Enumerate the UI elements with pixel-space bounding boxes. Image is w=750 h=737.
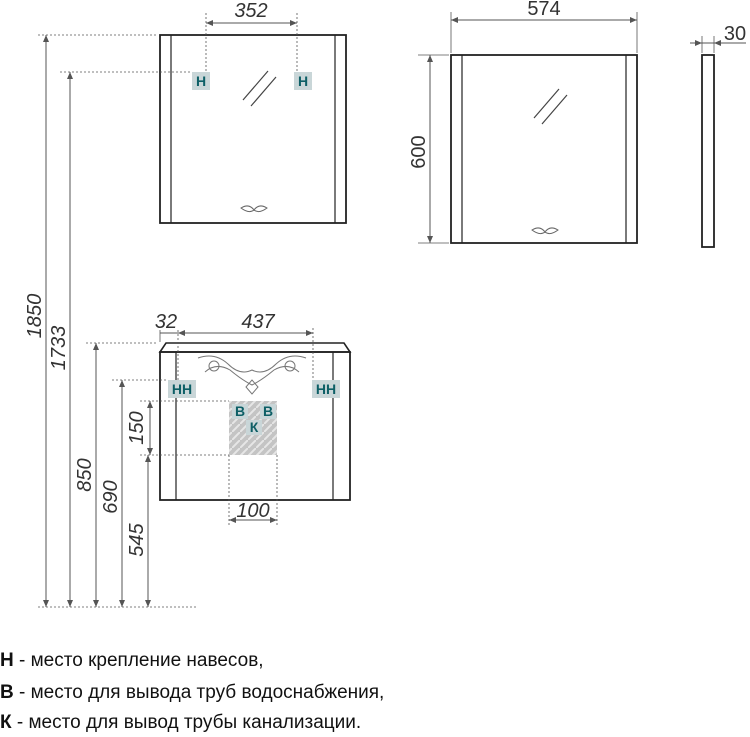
dim-label-352: 352 (234, 0, 267, 22)
dim-label-574: 574 (527, 0, 560, 20)
svg-text:Н: Н (196, 73, 206, 89)
dim-pipe-zone-height: 150 (126, 400, 229, 456)
dim-cabinet-hook-height: 690 (100, 379, 168, 607)
legend-key: В (0, 682, 14, 703)
hook-marker-mirror-left: Н (192, 72, 210, 90)
pipe-outlet-zone: В В К (229, 401, 277, 455)
dim-cabinet-hook-spacing: 437 (178, 311, 314, 380)
mirror-reflection-icon (533, 88, 568, 125)
dim-mirror-width: 574 (450, 0, 638, 53)
dim-label-437: 437 (241, 311, 275, 333)
legend-item-water: В - место для вывода труб водоснабжения, (0, 682, 384, 704)
dim-label-1733: 1733 (48, 326, 70, 371)
dim-mirror-hook-height: 1733 (48, 71, 192, 607)
svg-text:НН: НН (316, 381, 336, 397)
ornament-icon (197, 355, 307, 395)
dim-cabinet-height: 850 (74, 342, 158, 607)
dim-label-600: 600 (408, 135, 430, 168)
water-marker-left: В (235, 403, 245, 419)
ornament-icon (240, 205, 268, 213)
dim-mirror-hook-spacing: 352 (205, 0, 298, 72)
dim-label-1850: 1850 (24, 294, 46, 339)
hook-marker-mirror-right: Н (294, 72, 312, 90)
mirror-front-view (159, 34, 347, 224)
dim-label-690: 690 (100, 480, 122, 513)
legend-text: - место для вывода труб водоснабжения, (13, 682, 385, 703)
dim-mirror-depth: 30 (690, 23, 746, 53)
svg-text:НН: НН (172, 381, 192, 397)
legend-key: Н (0, 650, 14, 671)
legend-key: К (0, 712, 12, 733)
svg-text:Н: Н (298, 73, 308, 89)
legend-text: - место крепление навесов, (13, 650, 264, 671)
dim-label-150: 150 (126, 411, 148, 444)
ornament-icon (531, 227, 559, 235)
dim-mirror-height: 600 (408, 54, 449, 244)
hook-marker-cabinet-left: НН (168, 380, 196, 398)
mirror-dimension-view (450, 54, 638, 244)
legend-item-drain: К - место для вывод трубы канализации. (0, 712, 361, 734)
hook-marker-cabinet-right: НН (312, 380, 340, 398)
mirror-reflection-icon (242, 70, 277, 107)
drain-marker: К (250, 419, 259, 435)
legend-item-hooks: Н - место крепление навесов, (0, 650, 264, 672)
dim-total-height: 1850 (24, 34, 158, 607)
dim-label-850: 850 (74, 458, 96, 491)
dim-label-30: 30 (724, 23, 746, 45)
cabinet-front-view (158, 342, 352, 501)
dim-label-545: 545 (126, 522, 148, 556)
legend-text: - место для вывод трубы канализации. (11, 712, 362, 733)
dim-label-100: 100 (236, 500, 269, 522)
mirror-side-view (701, 54, 715, 248)
water-marker-right: В (263, 403, 273, 419)
dim-label-32: 32 (155, 311, 177, 333)
dim-pipe-zone-width: 100 (228, 455, 278, 525)
dim-pipe-zone-bottom: 545 (126, 455, 151, 607)
